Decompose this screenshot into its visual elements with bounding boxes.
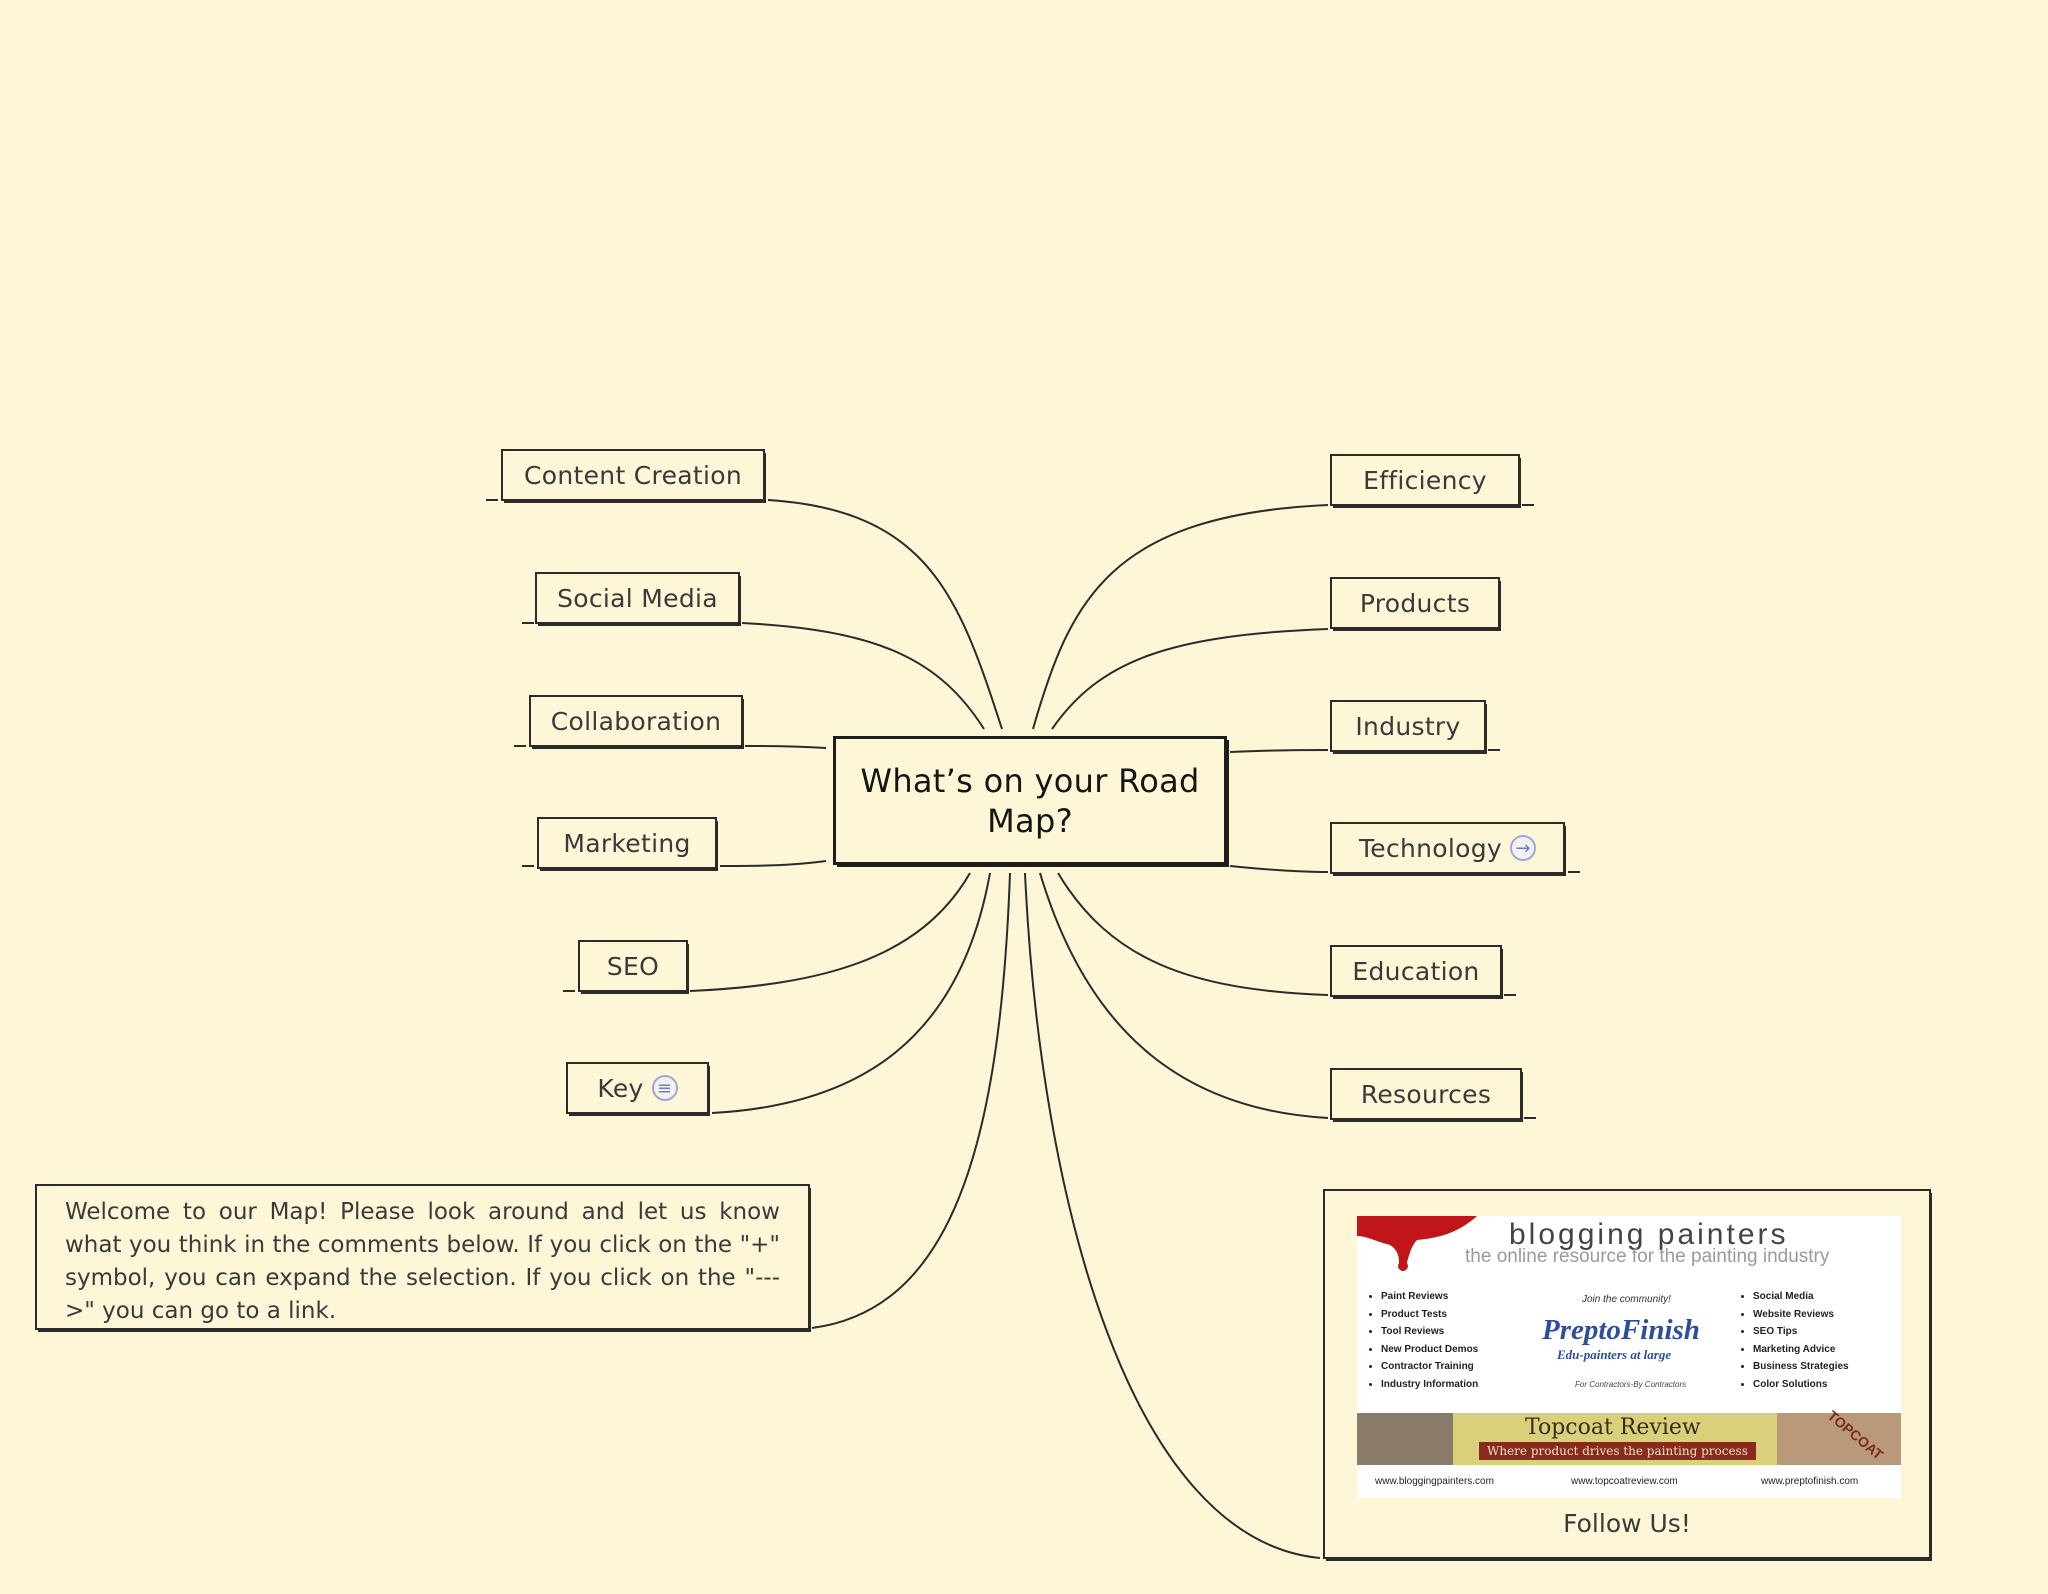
banner-title: blogging painters [1509,1218,1789,1251]
connector-social-media [741,622,985,730]
connector-marketing [719,860,827,867]
preptofinish-tagline: For Contractors-By Contractors [1575,1380,1687,1389]
topic-industry[interactable]: Industry [1330,700,1486,752]
preptofinish-subtitle: Edu-painters at large [1557,1347,1672,1362]
topic-marketing[interactable]: Marketing [537,817,717,869]
connector-seo [689,872,971,992]
banner-left-list: Paint Reviews Product Tests Tool Reviews… [1361,1288,1478,1393]
topic-resources[interactable]: Resources [1330,1068,1522,1120]
topic-social-media[interactable]: Social Media [535,572,740,624]
list-item: Product Tests [1381,1306,1478,1324]
connector-follow [1024,872,1321,1559]
banner-right-list: Social Media Website Reviews SEO Tips Ma… [1733,1288,1849,1393]
notes-icon[interactable]: ≡ [651,1075,678,1101]
topic-label: Collaboration [550,706,722,736]
list-item: Contractor Training [1381,1358,1478,1376]
connector-content-creation [767,499,1003,730]
connector-welcome [811,872,1011,1329]
url-preptofinish: www.preptofinish.com [1761,1476,1859,1487]
topic-seo[interactable]: SEO [578,940,688,992]
list-item: Business Strategies [1753,1358,1849,1376]
connector-products [1051,628,1329,730]
join-text: Join the community! [1582,1294,1671,1305]
link-arrow-icon[interactable]: → [1510,835,1537,861]
preptofinish-logo: PreptoFinish [1542,1314,1700,1346]
connector-industry [1229,749,1329,753]
welcome-note[interactable]: Welcome to our Map! Please look around a… [35,1184,810,1330]
topic-education[interactable]: Education [1330,945,1502,997]
blogging-painters-banner[interactable]: blogging painters the online resource fo… [1357,1216,1901,1498]
list-item: Social Media [1753,1288,1849,1306]
list-item: Paint Reviews [1381,1288,1478,1306]
topic-products[interactable]: Products [1330,577,1500,629]
connector-education [1057,872,1329,996]
topic-label: Industry [1355,711,1461,741]
topic-label: Efficiency [1363,465,1487,495]
red-paint-drip-icon [1357,1216,1477,1271]
topic-label: Education [1352,956,1480,986]
topcoat-title: Topcoat Review [1525,1415,1701,1440]
welcome-note-text: Welcome to our Map! Please look around a… [65,1199,780,1324]
connector-collaboration [744,745,827,749]
painter-photo-right [1777,1413,1901,1465]
topic-label: Social Media [557,583,718,613]
topic-label: SEO [606,951,660,981]
follow-us-caption: Follow Us! [1563,1509,1691,1538]
topic-label: Content Creation [524,460,742,490]
central-topic-title: What’s on your Road Map? [860,761,1200,840]
topic-label: Technology [1358,833,1503,863]
connector-key [711,872,991,1114]
connector-efficiency [1032,504,1329,730]
list-item: Color Solutions [1753,1376,1849,1394]
central-topic[interactable]: What’s on your Road Map? [833,736,1227,865]
topic-technology[interactable]: Technology → [1330,822,1565,874]
banner-subtitle: the online resource for the painting ind… [1465,1246,1830,1267]
list-item: New Product Demos [1381,1341,1478,1359]
list-item: Tool Reviews [1381,1323,1478,1341]
painter-photo-left [1357,1413,1453,1465]
topic-key[interactable]: Key ≡ [566,1062,709,1114]
list-item: Industry Information [1381,1376,1478,1394]
topic-label: Key [597,1073,644,1103]
connector-technology [1229,865,1329,873]
topcoat-review-bar: Topcoat Review Where product drives the … [1357,1407,1901,1465]
topic-label: Resources [1360,1079,1492,1109]
topic-collaboration[interactable]: Collaboration [529,695,743,747]
list-item: Marketing Advice [1753,1341,1849,1359]
topic-label: Marketing [563,828,691,858]
topic-content-creation[interactable]: Content Creation [501,449,765,501]
list-item: SEO Tips [1753,1323,1849,1341]
follow-us-node[interactable]: blogging painters the online resource fo… [1323,1189,1931,1559]
topic-label: Products [1359,588,1471,618]
connector-resources [1039,872,1329,1119]
url-topcoat-review: www.topcoatreview.com [1571,1476,1678,1487]
url-blogging-painters: www.bloggingpainters.com [1375,1476,1494,1487]
topic-efficiency[interactable]: Efficiency [1330,454,1520,506]
topcoat-subtitle: Where product drives the painting proces… [1479,1442,1756,1460]
list-item: Website Reviews [1753,1306,1849,1324]
